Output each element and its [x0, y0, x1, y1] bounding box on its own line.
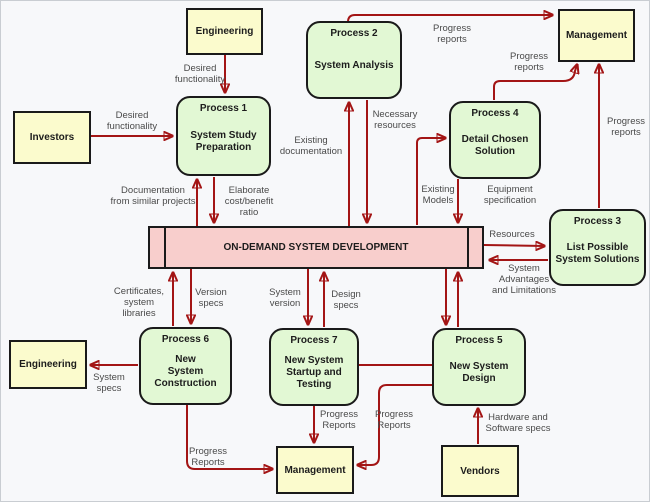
- label-resources: Resources: [489, 229, 535, 240]
- label-system-specs: System specs: [93, 372, 125, 394]
- process-2-title: Process 2: [330, 28, 378, 39]
- entity-investors: Investors: [13, 111, 91, 164]
- entity-engineering-bottom: Engineering: [9, 340, 87, 389]
- label-certificates-libraries: Certificates, system libraries: [113, 286, 165, 319]
- flow-progress-reports-p6: [186, 405, 272, 469]
- entity-vendors: Vendors: [441, 445, 519, 497]
- label-version-specs: Version specs: [195, 287, 227, 309]
- process-6-title: Process 6: [161, 334, 210, 345]
- label-necessary-resources: Necessary resources: [372, 109, 418, 131]
- flow-progress-reports-p2: [347, 15, 552, 23]
- on-demand-system-development-bar: ON-DEMAND SYSTEM DEVELOPMENT: [148, 226, 484, 269]
- bar-divider-left: [164, 228, 166, 267]
- flow-progress-reports-p4: [493, 65, 577, 100]
- process-1-node: Process 1 System Study Preparation: [176, 96, 271, 176]
- process-2-name: System Analysis: [314, 60, 394, 71]
- bar-divider-right: [467, 228, 469, 267]
- label-desired-functionality-investors: Desired functionality: [106, 110, 158, 132]
- process-1-title: Process 1: [199, 103, 248, 114]
- process-2-node: Process 2 System Analysis: [306, 21, 402, 99]
- label-progress-reports-p2: Progress reports: [432, 23, 472, 45]
- process-1-name: System Study Preparation: [190, 130, 257, 153]
- process-7-title: Process 7: [290, 335, 338, 346]
- flow-resources: [483, 245, 544, 246]
- process-5-node: Process 5 New System Design: [432, 328, 526, 406]
- process-3-node: Process 3 List Possible System Solutions: [549, 209, 646, 286]
- process-7-name: New System Startup and Testing: [284, 355, 344, 390]
- label-documentation-from-similar: Documentation from similar projects: [110, 185, 196, 207]
- process-4-title: Process 4: [471, 108, 519, 119]
- label-hardware-software-specs: Hardware and Software specs: [485, 412, 551, 434]
- entity-management-bottom: Management: [276, 446, 354, 494]
- label-progress-reports-p5: Progress Reports: [374, 409, 414, 431]
- flow-progress-reports-p5: [358, 384, 432, 465]
- label-elaborate-cost-benefit: Elaborate cost/benefit ratio: [224, 185, 274, 218]
- bar-title: ON-DEMAND SYSTEM DEVELOPMENT: [223, 242, 409, 253]
- label-progress-reports-p7: Progress Reports: [319, 409, 359, 431]
- flow-existing-models: [416, 138, 445, 225]
- label-progress-reports-p3: Progress reports: [606, 116, 646, 138]
- label-system-version: System version: [269, 287, 301, 309]
- label-progress-reports-p6: Progress Reports: [188, 446, 228, 468]
- label-equipment-specification: Equipment specification: [483, 184, 537, 206]
- label-existing-models: Existing Models: [421, 184, 455, 206]
- process-5-title: Process 5: [455, 335, 503, 346]
- process-4-node: Process 4 Detail Chosen Solution: [449, 101, 541, 179]
- entity-engineering-top: Engineering: [186, 8, 263, 55]
- process-3-name: List Possible System Solutions: [555, 241, 640, 265]
- label-desired-functionality-engineering: Desired functionality: [174, 63, 226, 85]
- process-4-name: Detail Chosen Solution: [461, 134, 529, 157]
- process-7-node: Process 7 New System Startup and Testing: [269, 328, 359, 406]
- process-3-title: Process 3: [573, 216, 622, 227]
- entity-management-top: Management: [558, 9, 635, 62]
- label-design-specs: Design specs: [331, 289, 361, 311]
- process-5-name: New System Design: [449, 361, 509, 384]
- process-6-name: New System Construction: [154, 354, 217, 389]
- label-existing-documentation: Existing documentation: [279, 135, 343, 157]
- label-progress-reports-p4: Progress reports: [509, 51, 549, 73]
- process-6-node: Process 6 New System Construction: [139, 327, 232, 405]
- label-system-advantages: System Advantages and Limitations: [492, 263, 556, 296]
